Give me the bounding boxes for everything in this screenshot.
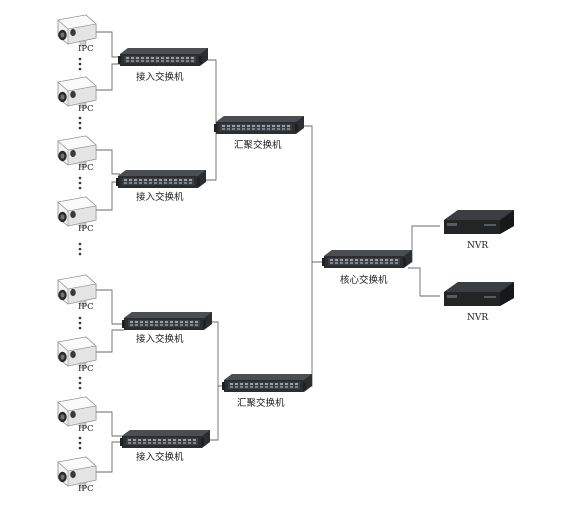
ip-camera-5: IPC bbox=[57, 274, 97, 312]
ip-camera-4: IPC bbox=[57, 196, 97, 234]
aggregation-switch-2: 汇聚交换机 bbox=[222, 374, 312, 409]
ellipsis-dots bbox=[78, 436, 82, 450]
ip-camera-8: IPC bbox=[57, 456, 97, 494]
network-switch-icon bbox=[222, 374, 312, 392]
nvr-1: NVR bbox=[444, 210, 514, 251]
ellipsis-dots bbox=[78, 116, 82, 130]
aggregation-switch-label: 汇聚交换机 bbox=[234, 139, 282, 151]
access-switch-4: 接入交换机 bbox=[120, 430, 210, 463]
nvr-label: NVR bbox=[467, 313, 488, 323]
ipc-label: IPC bbox=[78, 364, 94, 374]
access-switch-3: 接入交换机 bbox=[122, 312, 212, 345]
ellipsis-dots bbox=[78, 57, 82, 71]
aggregation-switch-label: 汇聚交换机 bbox=[237, 397, 285, 409]
access-switch-label: 接入交换机 bbox=[136, 71, 184, 83]
network-switch-icon bbox=[116, 170, 206, 188]
ipc-label: IPC bbox=[78, 484, 94, 494]
ipc-label: IPC bbox=[78, 424, 94, 434]
ip-camera-2: IPC bbox=[57, 76, 97, 114]
ip-camera-6: IPC bbox=[57, 336, 97, 374]
nvr-label: NVR bbox=[467, 241, 488, 251]
ip-camera-3: IPC bbox=[57, 135, 97, 173]
access-switch-label: 接入交换机 bbox=[136, 451, 184, 463]
ipc-label: IPC bbox=[78, 163, 94, 173]
access-switch-label: 接入交换机 bbox=[136, 333, 184, 345]
network-switch-icon bbox=[120, 430, 210, 448]
nvr-2: NVR bbox=[444, 282, 514, 323]
ip-camera-1: IPC bbox=[57, 14, 97, 54]
nvr-recorder-icon bbox=[444, 210, 514, 234]
access-switch-2: 接入交换机 bbox=[116, 170, 206, 203]
core-switch: 核心交换机 bbox=[322, 250, 412, 286]
ellipsis-dots bbox=[78, 176, 82, 190]
ipc-label: IPC bbox=[78, 104, 94, 114]
nvr-recorder-icon bbox=[444, 282, 514, 306]
network-switch-icon bbox=[214, 116, 304, 134]
access-switch-label: 接入交换机 bbox=[136, 191, 184, 203]
access-switch-1: 接入交换机 bbox=[118, 48, 208, 83]
ellipsis-dots bbox=[78, 242, 82, 256]
ipc-label: IPC bbox=[78, 44, 94, 54]
ipc-label: IPC bbox=[78, 224, 94, 234]
ip-camera-7: IPC bbox=[57, 396, 97, 434]
network-switch-icon bbox=[118, 48, 208, 66]
network-switch-icon bbox=[322, 250, 412, 268]
ip-camera-icon bbox=[57, 14, 97, 47]
ellipsis-dots bbox=[78, 316, 82, 330]
core-switch-label: 核心交换机 bbox=[340, 274, 388, 286]
ipc-label: IPC bbox=[78, 302, 94, 312]
ellipsis-dots bbox=[78, 376, 82, 390]
aggregation-switch-1: 汇聚交换机 bbox=[214, 116, 304, 151]
network-switch-icon bbox=[122, 312, 212, 330]
